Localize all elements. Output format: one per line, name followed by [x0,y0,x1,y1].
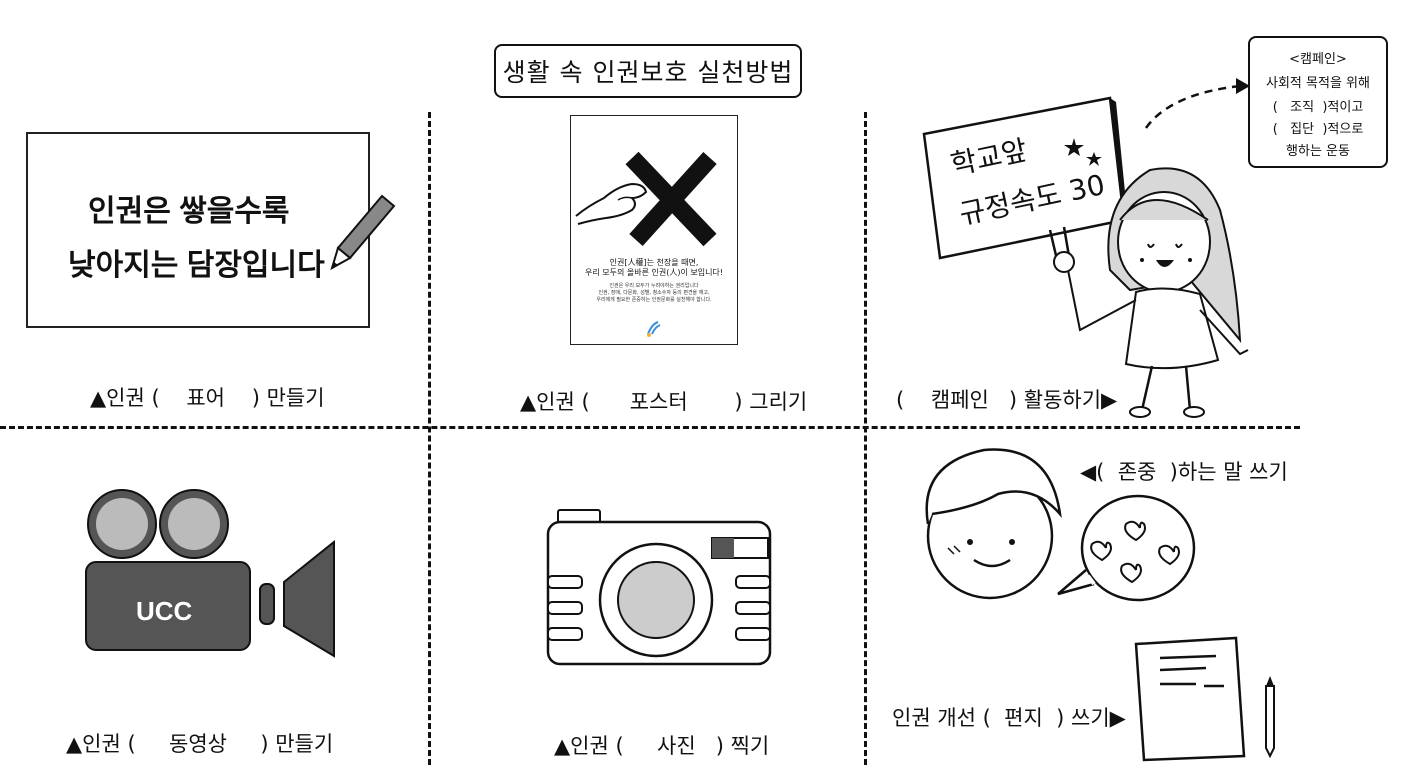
camcorder-label: UCC [136,596,193,626]
boy-face [925,448,1062,600]
slogan-card [26,132,370,328]
divider-vertical-right [864,112,867,765]
note-line-1: <캠페인> [1289,52,1347,67]
poster-line-3: 인권은 우리 모두가 누려야하는 권리입니다 [609,283,699,289]
note-line-5: 행하는 운동 [1286,144,1350,159]
girl-illustration [1053,167,1249,418]
poster-line-1: 인권[人權]는 천장을 때면, [609,258,699,267]
slogan-line-2: 낮아지는 담장입니다 [68,249,325,282]
pencil-icon [330,194,396,271]
campaign-definition-note [1248,36,1388,168]
divider-horizontal [0,426,1300,429]
letter-icon [1134,636,1275,762]
speech-bubble-hearts [1057,494,1196,602]
caption-letter: 인권 개선 ( 편지 ) 쓰기▶ [892,706,1126,730]
poster-logo-icon [647,321,661,337]
caption-poster: ▲인권 ( 포스터 ) 그리기 [520,390,808,414]
caption-photo: ▲인권 ( 사진 ) 찍기 [554,734,770,758]
star-icon [1064,138,1102,166]
divider-vertical-left [428,112,431,765]
page-title: 생활 속 인권보호 실천방법 [494,44,802,98]
camcorder-icon [85,489,335,658]
camera-icon [546,509,772,666]
caption-slogan: ▲인권 ( 표어 ) 만들기 [90,386,325,410]
note-line-2: 사회적 목적을 위해 [1266,76,1370,91]
hand-icon [575,182,648,225]
caption-video: ▲인권 ( 동영상 ) 만들기 [66,732,334,756]
note-line-4: ( 집단 )적으로 [1272,122,1364,137]
poster-line-2: 우리 모두의 올바른 인권(人)이 보입니다! [584,268,724,277]
poster-line-5: 우리에게 필요한 존중하는 인권문화를 실천해야 합니다. [596,297,712,303]
cross-mark-icon [625,151,717,247]
caption-respect: ◀( 존중 )하는 말 쓰기 [1080,460,1288,484]
poster-line-4: 인권, 장애, 다문화, 성별, 청소수자 등의 편견을 깨고, [598,290,710,296]
caption-campaign: ( 캠페인 ) 활동하기▶ [896,388,1118,412]
slogan-line-1: 인권은 쌓을수록 [88,195,290,228]
arrow-to-note [1144,78,1250,129]
note-line-3: ( 조직 )적이고 [1272,100,1364,115]
